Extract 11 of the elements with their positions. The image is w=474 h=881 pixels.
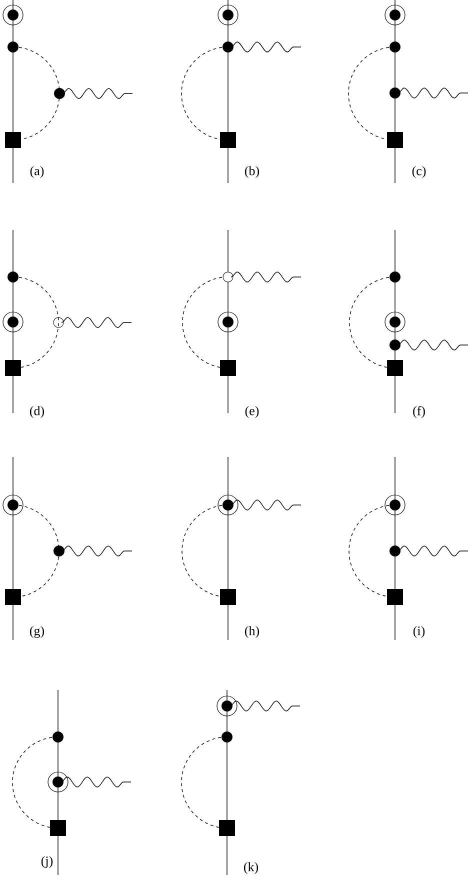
panel-label: (b) (245, 166, 260, 178)
panel-label: (f) (413, 406, 425, 418)
panel-label: (a) (30, 166, 44, 178)
panel-label: (k) (244, 862, 258, 874)
panel-label: (e) (245, 406, 259, 418)
panel-label: (c) (412, 166, 426, 178)
panel-label: (g) (30, 626, 44, 638)
panel-label: (i) (413, 626, 425, 638)
panel-label: (d) (30, 406, 44, 418)
panel-label: (j) (41, 856, 53, 868)
panel-label: (h) (245, 626, 260, 638)
